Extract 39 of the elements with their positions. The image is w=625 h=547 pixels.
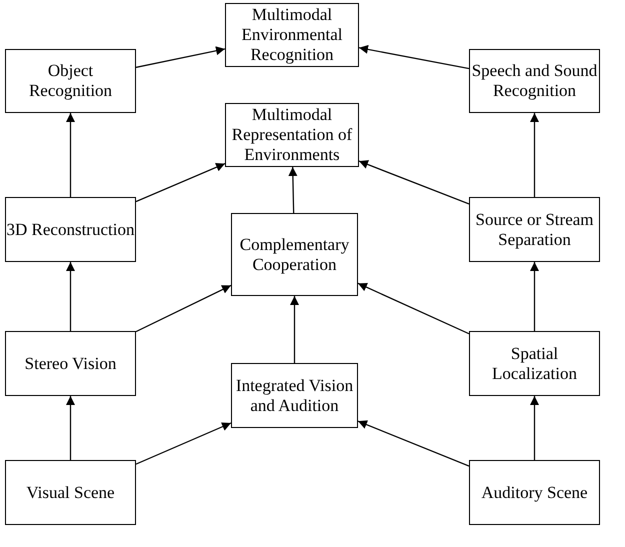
process-box <box>231 363 358 428</box>
process-box <box>5 331 136 396</box>
arrow <box>66 262 75 331</box>
arrow <box>358 420 470 467</box>
process-box <box>5 460 136 525</box>
arrow <box>358 282 470 334</box>
arrow <box>136 284 232 332</box>
arrow <box>136 422 232 465</box>
process-box <box>469 331 600 396</box>
box-label: Integrated Vision and Audition <box>234 376 354 416</box>
box-label: 3D Reconstruction <box>6 220 134 240</box>
process-box <box>469 460 600 525</box>
process-box <box>469 49 600 113</box>
box-label: Complementary Cooperation <box>238 234 350 274</box>
box-label: Object Recognition <box>28 61 114 101</box>
arrow <box>530 396 539 460</box>
process-box <box>225 3 359 67</box>
box-label: Stereo Vision <box>24 354 116 374</box>
process-box <box>5 197 136 262</box>
arrow <box>530 113 539 197</box>
arrow <box>288 166 298 214</box>
box-label: Visual Scene <box>26 482 115 502</box>
box-label: Spatial Localization <box>491 344 578 384</box>
arrow <box>358 44 470 70</box>
box-label: Multimodal Representation of Environments <box>230 105 354 165</box>
box-label: Source or Stream Separation <box>474 210 595 250</box>
process-box <box>5 49 136 113</box>
arrow <box>136 162 226 202</box>
box-label: Multimodal Environmental Recognition <box>240 5 344 65</box>
arrow <box>136 46 226 68</box>
box-label: Auditory Scene <box>481 482 588 502</box>
arrow <box>358 160 470 205</box>
process-box <box>469 197 600 262</box>
box-label: Speech and Sound Recognition <box>470 61 598 101</box>
process-box <box>231 213 358 296</box>
arrow <box>66 113 75 197</box>
arrow <box>66 396 75 460</box>
arrow <box>530 262 539 331</box>
arrow <box>290 296 299 363</box>
